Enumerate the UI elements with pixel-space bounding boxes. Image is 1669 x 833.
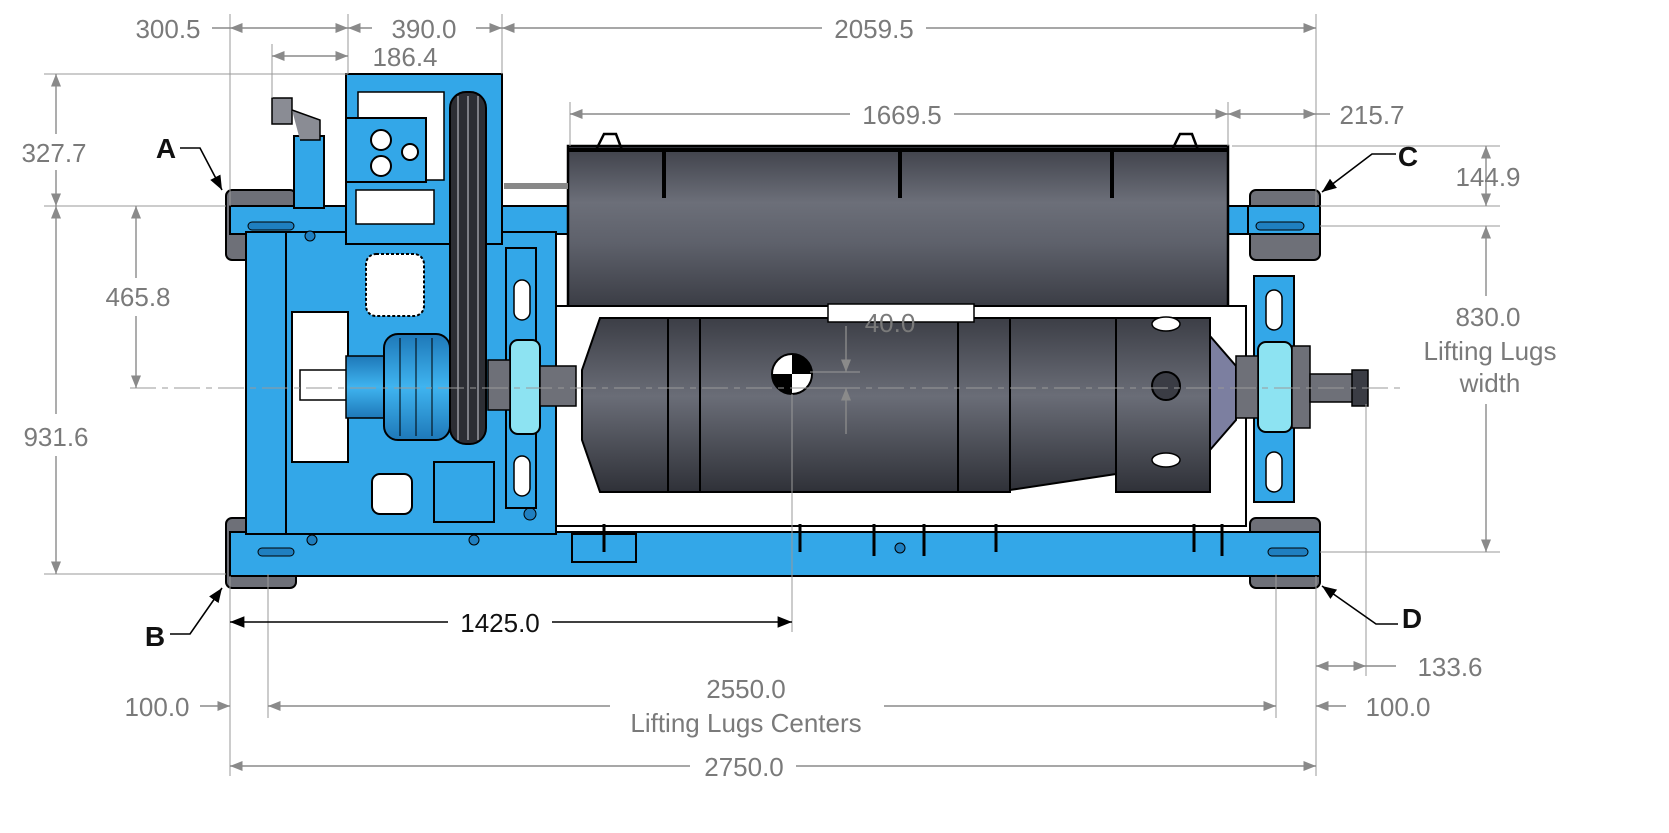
main-drum bbox=[555, 303, 1247, 563]
callout-c: C bbox=[1398, 141, 1418, 172]
drive-belt bbox=[449, 91, 487, 445]
dim-390-0: 390.0 bbox=[391, 14, 456, 44]
extension-lines bbox=[44, 14, 1500, 776]
dim-100-0-left: 100.0 bbox=[124, 692, 189, 722]
dim-100-0-right: 100.0 bbox=[1365, 692, 1430, 722]
dim-40-0: 40.0 bbox=[865, 308, 916, 338]
dim-465-8: 465.8 bbox=[105, 282, 170, 312]
dim-133-6: 133.6 bbox=[1417, 652, 1482, 682]
dim-327-7: 327.7 bbox=[21, 138, 86, 168]
left-bearing bbox=[487, 247, 577, 509]
dim-144-9: 144.9 bbox=[1455, 162, 1520, 192]
dim-1425-0: 1425.0 bbox=[460, 608, 540, 638]
dim-lifting-lugs-width-line2: width bbox=[1459, 368, 1521, 398]
input-pulley bbox=[299, 333, 451, 441]
dim-931-6: 931.6 bbox=[23, 422, 88, 452]
callout-d: D bbox=[1402, 603, 1422, 634]
dimension-labels: 300.5 390.0 2059.5 186.4 1669.5 215.7 32… bbox=[21, 14, 1556, 782]
callout-labels: A B C D bbox=[145, 133, 1422, 652]
dim-2550-0: 2550.0 bbox=[706, 674, 786, 704]
dim-215-7: 215.7 bbox=[1339, 100, 1404, 130]
dim-2750-0: 2750.0 bbox=[704, 752, 784, 782]
callout-b: B bbox=[145, 621, 165, 652]
dim-300-5: 300.5 bbox=[135, 14, 200, 44]
dim-lifting-lugs-centers: Lifting Lugs Centers bbox=[630, 708, 861, 738]
upper-drum bbox=[504, 132, 1230, 310]
dim-lifting-lugs-width-line1: Lifting Lugs bbox=[1424, 336, 1557, 366]
frame-studs bbox=[602, 524, 1224, 556]
callout-leaders bbox=[170, 147, 1398, 635]
callout-a: A bbox=[156, 133, 176, 164]
dimension-lines bbox=[50, 22, 1492, 772]
machine-assembly bbox=[225, 73, 1369, 589]
right-bearing bbox=[1235, 275, 1369, 503]
dim-2059-5: 2059.5 bbox=[834, 14, 914, 44]
dim-830-0: 830.0 bbox=[1455, 302, 1520, 332]
dim-1669-5: 1669.5 bbox=[862, 100, 942, 130]
dim-186-4: 186.4 bbox=[372, 42, 437, 72]
